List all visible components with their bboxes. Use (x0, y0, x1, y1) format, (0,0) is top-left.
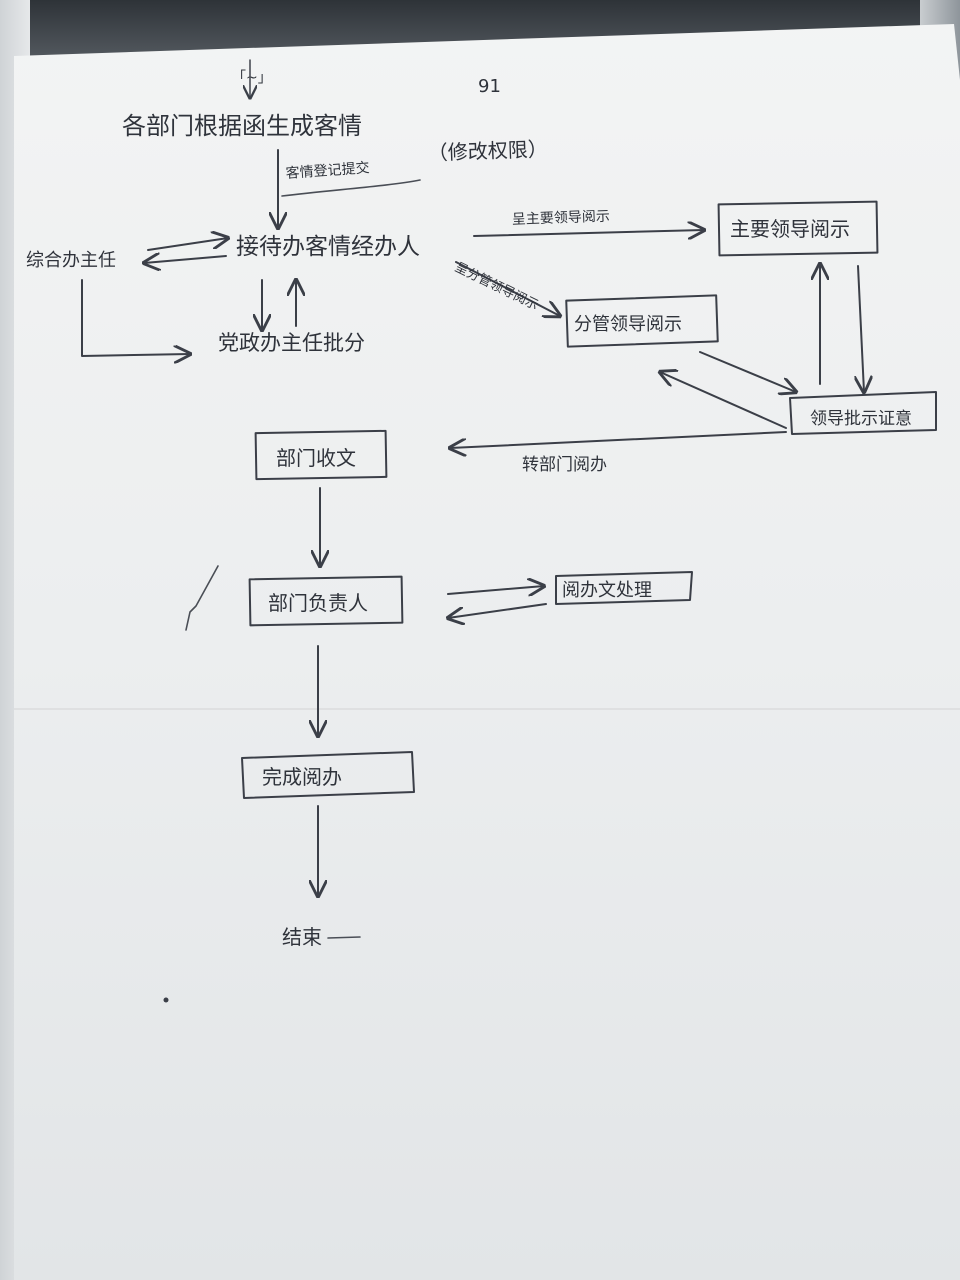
node-box-branch-leader (565, 294, 719, 348)
edge-instruction-to-branch (660, 372, 787, 429)
edge-label-to-branch-leader: 呈分管领导阅示 (452, 260, 540, 313)
node-end: 结束 (282, 925, 322, 949)
paper-sheet (14, 24, 960, 1280)
edge-register-submit-underline (281, 179, 421, 197)
edge-label-transfer-dept: 转部门阅办 (522, 455, 607, 475)
node-leader-instruction: 领导批示证意 (810, 409, 912, 429)
node-main-leader: 主要领导阅示 (730, 217, 850, 241)
permission-note: （修改权限） (427, 137, 548, 165)
edge-transfer-dept (450, 431, 787, 448)
node-box-complete (241, 751, 415, 799)
start-mark: 「~」 (232, 70, 272, 86)
edge-director-to-handler (147, 238, 228, 251)
node-party-office-director: 党政办主任批分 (218, 331, 365, 355)
edge-main-to-instruction (858, 265, 864, 392)
node-box-dept-receive (254, 429, 388, 481)
node-source: 各部门根据函生成客情 (122, 112, 362, 140)
edge-handler-to-director (144, 256, 227, 263)
node-staff-handle: 阅办文处理 (562, 580, 652, 601)
node-branch-leader: 分管领导阅示 (574, 314, 682, 335)
node-dept-receive: 部门收文 (276, 446, 356, 470)
edge-head-to-staff (447, 586, 544, 594)
end-underline (327, 936, 361, 939)
node-complete: 完成阅办 (262, 765, 342, 789)
paper-fold-line (14, 708, 960, 710)
stray-mark (185, 565, 219, 631)
edge-label-register-submit: 客情登记提交 (285, 159, 370, 182)
node-office-director: 综合办主任 (26, 250, 116, 271)
node-dept-head: 部门负责人 (268, 591, 368, 615)
edge-label-to-main-leader: 呈主要领导阅示 (512, 209, 610, 228)
node-box-leader-instruction (789, 391, 937, 435)
node-box-staff-handle (555, 571, 693, 605)
edge-branch-to-instruction (699, 351, 796, 392)
page-number: 91 (478, 76, 501, 97)
node-box-main-leader (717, 200, 879, 257)
edge-to-branch-leader (455, 261, 560, 316)
node-handler: 接待办客情经办人 (236, 234, 420, 260)
ink-dot (163, 997, 169, 1003)
node-box-dept-head (248, 575, 404, 627)
edge-staff-to-head (448, 603, 547, 618)
edge-director-to-party-office (81, 279, 190, 356)
edge-to-main-leader (473, 230, 704, 236)
